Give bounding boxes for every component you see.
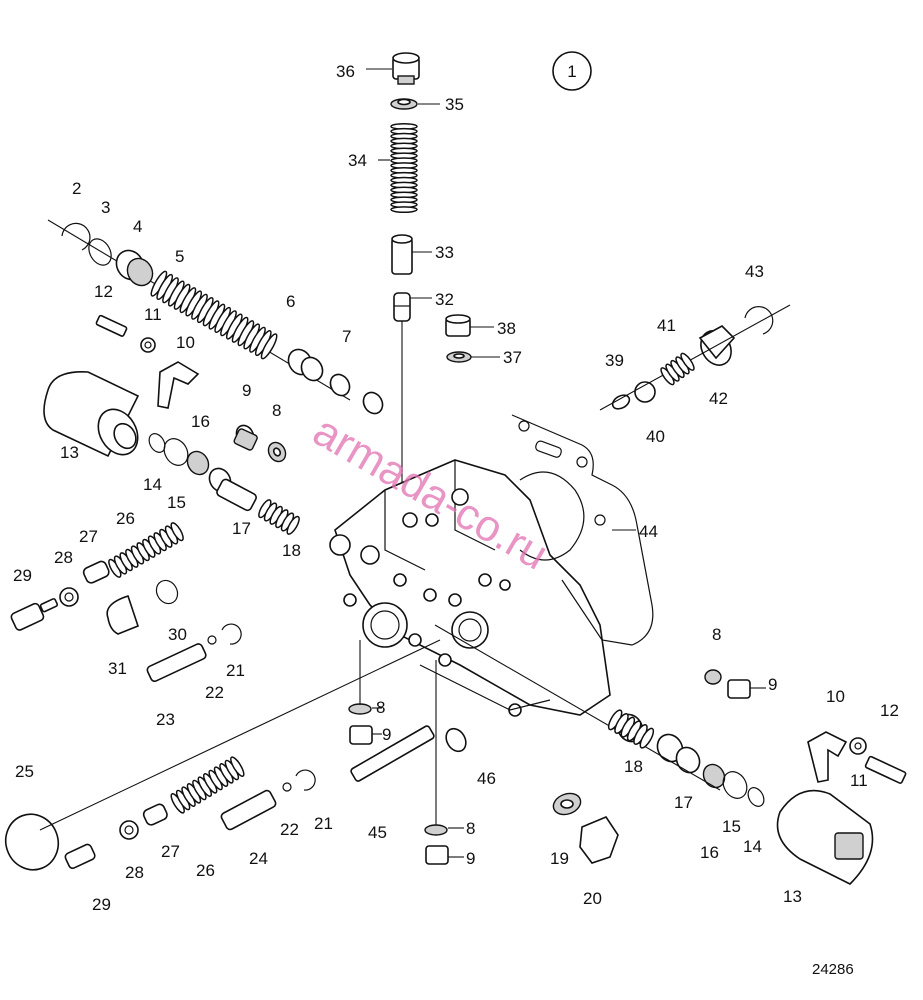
callout-29-lower: 29	[92, 895, 111, 914]
callout-37: 37	[503, 348, 522, 367]
view-number-badge: 1	[552, 51, 592, 91]
callout-15-right: 15	[722, 817, 741, 836]
callout-4: 4	[133, 217, 142, 236]
spring-coil	[230, 756, 245, 777]
callout-42: 42	[709, 389, 728, 408]
callout-31: 31	[108, 659, 127, 678]
callout-9-mid: 9	[382, 725, 391, 744]
callout-39: 39	[605, 351, 624, 370]
callout-45: 45	[368, 823, 387, 842]
lower-left-assembly	[4, 560, 441, 871]
callout-8-mid: 8	[376, 698, 385, 717]
callout-28-upper: 28	[54, 548, 73, 567]
gasket-44	[511, 414, 654, 646]
callout-35: 35	[445, 95, 464, 114]
callout-18-upper: 18	[282, 541, 301, 560]
callout-8-upper: 8	[272, 401, 281, 420]
spring-coil	[680, 352, 695, 371]
callout-44: 44	[639, 522, 658, 541]
spring-coil	[390, 206, 418, 213]
callout-17-upper: 17	[232, 519, 251, 538]
spring-18-right	[607, 709, 655, 749]
callout-13-right: 13	[783, 887, 802, 906]
spring-18	[258, 499, 300, 535]
callout-11-right: 11	[850, 771, 868, 790]
callout-2: 2	[72, 179, 81, 198]
callout-46: 46	[477, 769, 496, 788]
callout-12-upper: 12	[94, 282, 113, 301]
callout-3: 3	[101, 198, 110, 217]
callout-16-upper: 16	[191, 412, 210, 431]
callout-8-right: 8	[712, 625, 721, 644]
spring-26-upper	[108, 522, 184, 578]
callout-14-upper: 14	[143, 475, 162, 494]
spring-41	[660, 352, 695, 386]
callout-27-upper: 27	[79, 527, 98, 546]
upper-right-assembly	[445, 304, 791, 411]
callout-7: 7	[342, 327, 351, 346]
callout-26-upper: 26	[116, 509, 135, 528]
spring-coil	[639, 727, 655, 749]
callout-11-upper: 11	[144, 305, 162, 324]
view-number: 1	[567, 62, 576, 81]
callout-9-right: 9	[768, 675, 777, 694]
callout-25: 25	[15, 762, 34, 781]
callout-21-upper: 21	[226, 661, 245, 680]
callout-22-lower: 22	[280, 820, 299, 839]
callout-14-right: 14	[743, 837, 762, 856]
valve-body-housing	[329, 459, 611, 717]
callout-10-upper: 10	[176, 333, 195, 352]
bottom-center-parts	[348, 640, 467, 865]
callout-33: 33	[435, 243, 454, 262]
callout-26-lower: 26	[196, 861, 215, 880]
callout-8-bottom: 8	[466, 819, 475, 838]
callout-41: 41	[657, 316, 676, 335]
reference-number: 24286	[812, 961, 854, 978]
callout-29-upper: 29	[13, 566, 32, 585]
callout-28-lower: 28	[125, 863, 144, 882]
callout-21-lower: 21	[314, 814, 333, 833]
spring-coil	[170, 522, 184, 542]
callout-18-right: 18	[624, 757, 643, 776]
callout-23: 23	[156, 710, 175, 729]
callout-17-right: 17	[674, 793, 693, 812]
callout-12-right: 12	[880, 701, 899, 720]
spring-5	[150, 270, 278, 360]
callout-10-right: 10	[826, 687, 845, 706]
callout-5: 5	[175, 247, 184, 266]
spring-coil	[286, 515, 300, 535]
top-stack	[390, 52, 420, 520]
callout-24: 24	[249, 849, 268, 868]
callout-9-upper: 9	[242, 381, 251, 400]
upper-left-assembly	[43, 219, 384, 535]
callout-13-upper: 13	[60, 443, 79, 462]
spring-34	[390, 123, 418, 213]
callout-20: 20	[583, 889, 602, 908]
callout-16-right: 16	[700, 843, 719, 862]
callout-34: 34	[348, 151, 367, 170]
callout-38: 38	[497, 319, 516, 338]
callout-36: 36	[336, 62, 355, 81]
callout-6: 6	[286, 292, 295, 311]
callout-40: 40	[646, 427, 665, 446]
callout-22-upper: 22	[205, 683, 224, 702]
callout-27-lower: 27	[161, 842, 180, 861]
callout-32: 32	[435, 290, 454, 309]
spring-coil	[260, 333, 278, 360]
callout-43: 43	[745, 262, 764, 281]
callout-30: 30	[168, 625, 187, 644]
callout-15-upper: 15	[167, 493, 186, 512]
callout-9-bottom: 9	[466, 849, 475, 868]
callout-19: 19	[550, 849, 569, 868]
callout-labels: 36 35 34 33 32 38 37 2 3 4 5 12 11 6 7 1…	[13, 62, 899, 914]
leader-lines	[366, 68, 766, 858]
spring-26-lower	[170, 756, 245, 814]
